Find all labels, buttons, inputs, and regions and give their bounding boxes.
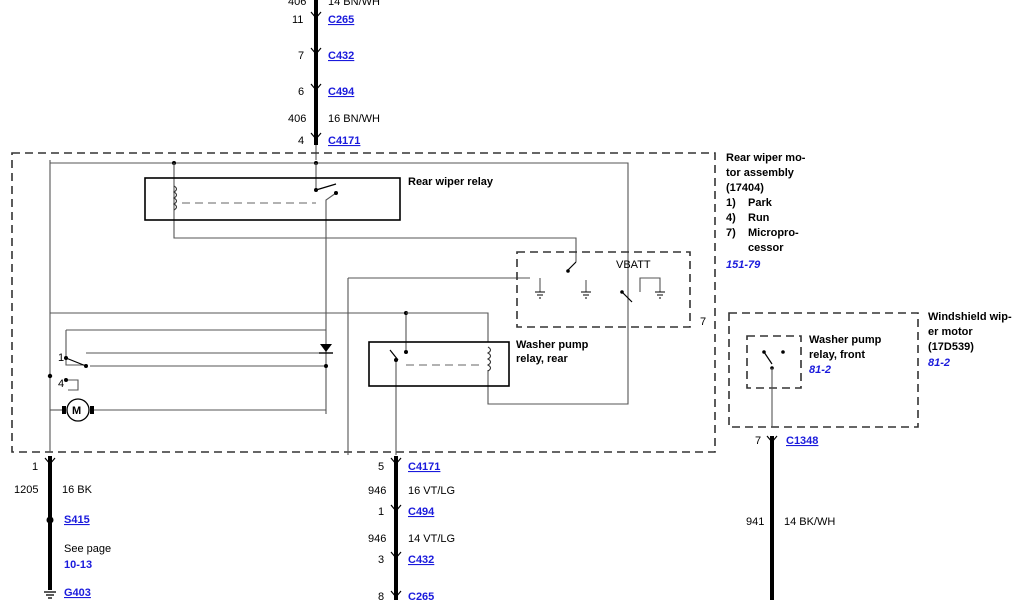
c494-bottom-link[interactable]: C494 bbox=[408, 506, 435, 518]
item2-label: Run bbox=[748, 212, 770, 224]
bottom-pin-3: 3 bbox=[378, 554, 384, 566]
bottom-pin-1: 1 bbox=[32, 461, 38, 473]
windshield-line2: er motor bbox=[928, 326, 973, 338]
c432-top-link[interactable]: C432 bbox=[328, 50, 354, 62]
c265-top-link[interactable]: C265 bbox=[328, 14, 354, 26]
washer-pump-rear-line2: relay, rear bbox=[516, 353, 569, 365]
diode-symbol bbox=[319, 344, 333, 354]
rear-wiper-relay-label: Rear wiper relay bbox=[408, 176, 494, 188]
pin-7-top: 7 bbox=[298, 50, 304, 62]
pin-11: 11 bbox=[292, 14, 303, 26]
internal-wiring bbox=[49, 160, 629, 455]
wire-1205-label: 16 BK bbox=[62, 484, 93, 496]
washer-pump-relay-rear-symbol bbox=[368, 341, 510, 387]
rear-wiper-ref-link[interactable]: 151-79 bbox=[726, 259, 761, 271]
rear-wiper-relay-symbol bbox=[144, 177, 401, 221]
c432-bottom-link[interactable]: C432 bbox=[408, 554, 434, 566]
pin-7-right: 7 bbox=[700, 316, 706, 328]
item2-num: 4) bbox=[726, 212, 736, 224]
wire-941: 941 bbox=[746, 516, 764, 528]
item3-label-1: Micropro- bbox=[748, 227, 799, 239]
wire-406-top: 406 bbox=[288, 0, 306, 8]
windshield-harness bbox=[766, 435, 778, 600]
bottom-pin-8: 8 bbox=[378, 591, 384, 600]
rear-wiper-assembly-line3: (17404) bbox=[726, 182, 764, 194]
pin-4-top: 4 bbox=[298, 135, 304, 147]
bottom-pin-5: 5 bbox=[378, 461, 384, 473]
front-relay-ref-link[interactable]: 81-2 bbox=[809, 364, 831, 376]
page-ref-link[interactable]: 10-13 bbox=[64, 559, 92, 571]
windshield-line3: (17D539) bbox=[928, 341, 974, 353]
wire-406: 406 bbox=[288, 113, 306, 125]
wire-406-top-label: 14 BN/WH bbox=[328, 0, 380, 8]
rear-wiper-assembly-outline bbox=[11, 152, 716, 453]
g403-link[interactable]: G403 bbox=[64, 587, 91, 599]
item3-label-2: cessor bbox=[748, 242, 784, 254]
motor-label: M bbox=[72, 405, 81, 417]
c4171-bottom-link[interactable]: C4171 bbox=[408, 461, 440, 473]
front-relay-line1: Washer pump bbox=[809, 334, 882, 346]
windshield-pin-7: 7 bbox=[755, 435, 761, 447]
pin-6-top: 6 bbox=[298, 86, 304, 98]
wire-946a-label: 16 VT/LG bbox=[408, 485, 455, 497]
wire-1205: 1205 bbox=[14, 484, 38, 496]
item3-num: 7) bbox=[726, 227, 736, 239]
bottom-mid-harness bbox=[390, 456, 402, 600]
c1348-link[interactable]: C1348 bbox=[786, 435, 818, 447]
front-relay-switch bbox=[762, 350, 785, 427]
bottom-pin-1-mid: 1 bbox=[378, 506, 384, 518]
vbatt-label: VBATT bbox=[616, 259, 651, 271]
see-page: See page bbox=[64, 543, 111, 555]
wire-406-label: 16 BN/WH bbox=[328, 113, 380, 125]
front-relay-outline bbox=[746, 335, 802, 389]
bottom-left-harness bbox=[44, 456, 56, 599]
c265-bottom-link[interactable]: C265 bbox=[408, 591, 434, 600]
motor-symbol bbox=[62, 398, 94, 422]
washer-pump-rear-line1: Washer pump bbox=[516, 339, 589, 351]
wire-946b: 946 bbox=[368, 533, 386, 545]
top-harness bbox=[310, 0, 322, 160]
front-relay-line2: relay, front bbox=[809, 349, 865, 361]
park-run-switch bbox=[47, 356, 88, 382]
rear-wiper-assembly-line2: tor assembly bbox=[726, 167, 795, 179]
wire-946b-label: 14 VT/LG bbox=[408, 533, 455, 545]
windshield-line1: Windshield wip- bbox=[928, 311, 1012, 323]
item1-num: 1) bbox=[726, 197, 736, 209]
c4171-top-link[interactable]: C4171 bbox=[328, 135, 360, 147]
rear-wiper-assembly-line1: Rear wiper mo- bbox=[726, 152, 806, 164]
windshield-wiper-outline bbox=[728, 312, 919, 428]
s415-link[interactable]: S415 bbox=[64, 514, 90, 526]
wire-946a: 946 bbox=[368, 485, 386, 497]
c494-top-link[interactable]: C494 bbox=[328, 86, 355, 98]
windshield-ref-link[interactable]: 81-2 bbox=[928, 357, 950, 369]
microprocessor-box bbox=[516, 251, 691, 328]
wire-941-label: 14 BK/WH bbox=[784, 516, 835, 528]
internal-pin-1: 1 bbox=[58, 352, 64, 364]
item1-label: Park bbox=[748, 197, 773, 209]
internal-pin-4: 4 bbox=[58, 378, 64, 390]
